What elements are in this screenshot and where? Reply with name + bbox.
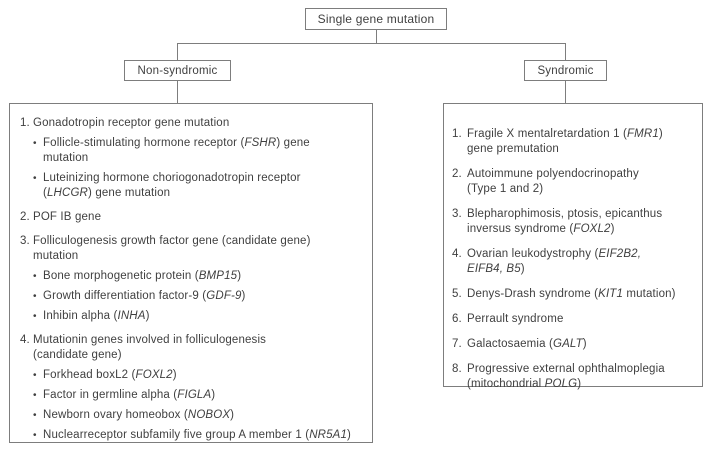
- item-number: 5.: [452, 288, 462, 300]
- connector-root-stub: [376, 30, 377, 43]
- item-body: Ovarian leukodystrophy (EIF2B2,EIFB4, B5…: [467, 247, 694, 277]
- list-item: 2. Autoimmune polyendocrinopathy(Type 1 a…: [452, 167, 694, 197]
- list-item: 3.Folliculogenesis growth factor gene (c…: [20, 234, 362, 324]
- root-node-label: Single gene mutation: [317, 12, 435, 26]
- item-body: POF IB gene: [33, 210, 362, 225]
- list-item: 1.Gonadotropin receptor gene mutation • Fo…: [20, 116, 362, 201]
- bullet-label: Factor in germline alpha (FIGLA): [43, 389, 216, 401]
- bullet-item: • Bone morphogenetic protein (BMP15): [33, 269, 362, 284]
- item-body: Folliculogenesis growth factor gene (can…: [33, 234, 362, 324]
- item-label: Fragile X mentalretardation 1 (FMR1)gene…: [467, 128, 663, 155]
- bullet-icon: •: [33, 311, 37, 322]
- connector-right-branch-stub: [565, 43, 566, 60]
- bullet-item: • Nuclearreceptor subfamily five group A …: [33, 428, 362, 443]
- item-number: 1.: [20, 117, 30, 129]
- bullet-icon: •: [33, 138, 37, 149]
- bullet-label: Growth differentiation factor-9 (GDF-9): [43, 290, 246, 302]
- item-number: 2.: [20, 211, 30, 223]
- bullet-label: Newborn ovary homeobox (NOBOX): [43, 409, 235, 421]
- bullet-icon: •: [33, 173, 37, 184]
- item-body: Denys-Drash syndrome (KIT1 mutation): [467, 287, 694, 302]
- bullet-item: • Inhibin alpha (INHA): [33, 309, 362, 324]
- bullet-label: Bone morphogenetic protein (BMP15): [43, 270, 242, 282]
- bullet-label: Luteinizing hormone choriogonadotropin r…: [43, 172, 301, 199]
- bullet-label: Inhibin alpha (INHA): [43, 310, 150, 322]
- item-label: Denys-Drash syndrome (KIT1 mutation): [467, 288, 676, 300]
- item-body: Gonadotropin receptor gene mutation • Foll…: [33, 116, 362, 201]
- item-label: Folliculogenesis growth factor gene (can…: [33, 235, 311, 262]
- branch-node-non-syndromic: Non-syndromic: [124, 60, 231, 81]
- bullet-icon: •: [33, 430, 37, 441]
- bullet-icon: •: [33, 291, 37, 302]
- connector-right-panel-stub: [565, 81, 566, 103]
- item-number: 8.: [452, 363, 462, 375]
- item-body: Mutationin genes involved in folliculoge…: [33, 333, 362, 443]
- connector-horizontal: [177, 43, 566, 44]
- item-number: 6.: [452, 313, 462, 325]
- list-item: 5. Denys-Drash syndrome (KIT1 mutation): [452, 287, 694, 302]
- list-item: 8. Progressive external ophthalmoplegia(m…: [452, 362, 694, 392]
- bullet-item: • Newborn ovary homeobox (NOBOX): [33, 408, 362, 423]
- bullet-label: Follicle-stimulating hormone receptor (F…: [43, 137, 310, 164]
- non-syndromic-panel: 1.Gonadotropin receptor gene mutation • Fo…: [9, 103, 373, 443]
- item-body: Autoimmune polyendocrinopathy(Type 1 and…: [467, 167, 694, 197]
- bullet-label: Forkhead boxL2 (FOXL2): [43, 369, 177, 381]
- item-body: Galactosaemia (GALT): [467, 337, 694, 352]
- syndromic-list: 1. Fragile X mentalretardation 1 (FMR1)ge…: [452, 127, 694, 392]
- bullet-label: Nuclearreceptor subfamily five group A m…: [43, 429, 352, 441]
- item-label: Mutationin genes involved in folliculoge…: [33, 334, 267, 361]
- bullet-icon: •: [33, 370, 37, 381]
- branch-node-label: Non-syndromic: [137, 64, 218, 77]
- item-body: Fragile X mentalretardation 1 (FMR1)gene…: [467, 127, 694, 157]
- list-item: 2.POF IB gene: [20, 210, 362, 225]
- item-number: 3.: [20, 235, 30, 247]
- bullet-icon: •: [33, 271, 37, 282]
- item-number: 4.: [20, 334, 30, 346]
- bullet-item: • Luteinizing hormone choriogonadotropin …: [33, 171, 362, 201]
- item-label: Progressive external ophthalmoplegia(mit…: [467, 363, 665, 390]
- root-node-single-gene-mutation: Single gene mutation: [305, 8, 447, 30]
- syndromic-panel: 1. Fragile X mentalretardation 1 (FMR1)ge…: [443, 103, 703, 390]
- non-syndromic-list: 1.Gonadotropin receptor gene mutation • Fo…: [20, 116, 362, 443]
- branch-node-label: Syndromic: [537, 64, 594, 77]
- bullet-icon: •: [33, 390, 37, 401]
- item-label: Galactosaemia (GALT): [467, 338, 587, 350]
- item-number: 3.: [452, 208, 462, 220]
- branch-node-syndromic: Syndromic: [524, 60, 607, 81]
- item-label: Autoimmune polyendocrinopathy(Type 1 and…: [467, 168, 639, 195]
- item-label: Gonadotropin receptor gene mutation: [33, 117, 230, 129]
- item-number: 4.: [452, 248, 462, 260]
- item-body: Perrault syndrome: [467, 312, 694, 327]
- list-item: 6. Perrault syndrome: [452, 312, 694, 327]
- bullet-item: • Follicle-stimulating hormone receptor (…: [33, 136, 362, 166]
- bullet-item: • Factor in germline alpha (FIGLA): [33, 388, 362, 403]
- connector-left-branch-stub: [177, 43, 178, 60]
- list-item: 4. Ovarian leukodystrophy (EIF2B2,EIFB4, …: [452, 247, 694, 277]
- item-label: POF IB gene: [33, 211, 102, 223]
- item-body: Progressive external ophthalmoplegia(mit…: [467, 362, 694, 392]
- list-item: 4.Mutationin genes involved in folliculo…: [20, 333, 362, 443]
- item-number: 1.: [452, 128, 462, 140]
- list-item: 1. Fragile X mentalretardation 1 (FMR1)ge…: [452, 127, 694, 157]
- item-number: 7.: [452, 338, 462, 350]
- item-label: Perrault syndrome: [467, 313, 564, 325]
- list-item: 7. Galactosaemia (GALT): [452, 337, 694, 352]
- bullet-item: • Growth differentiation factor-9 (GDF-9): [33, 289, 362, 304]
- item-label: Ovarian leukodystrophy (EIF2B2,EIFB4, B5…: [467, 248, 642, 275]
- item-number: 2.: [452, 168, 462, 180]
- bullet-item: • Forkhead boxL2 (FOXL2): [33, 368, 362, 383]
- bullet-icon: •: [33, 410, 37, 421]
- connector-left-panel-stub: [177, 81, 178, 103]
